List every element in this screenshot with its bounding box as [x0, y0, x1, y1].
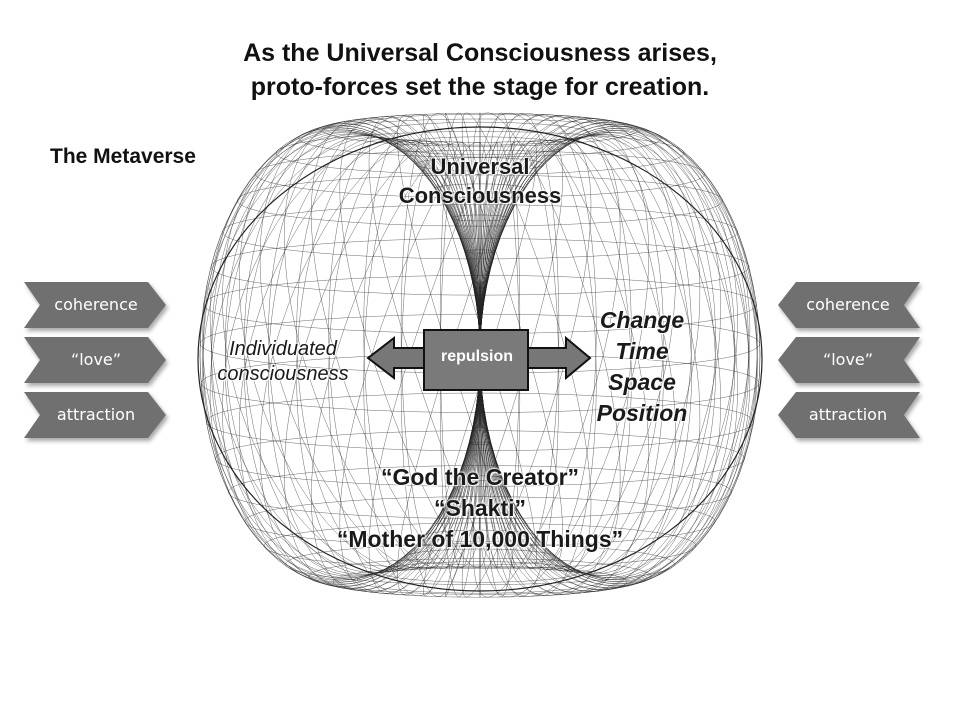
left-chevron-group — [24, 282, 166, 438]
right-chevron-group — [778, 282, 920, 438]
left-chevron-love — [24, 337, 166, 383]
left-chevron-label-attraction: attraction — [56, 405, 136, 424]
title-line-1: As the Universal Consciousness arises, — [243, 39, 717, 67]
right-chevron-label-coherence: coherence — [806, 295, 890, 314]
change-time-space-position-label: Change Time Space Position — [596, 307, 688, 426]
left-chevron-label-coherence: coherence — [54, 295, 138, 314]
right-chevron-label-love: “love” — [822, 350, 874, 369]
metaverse-label: The Metaverse — [50, 145, 196, 168]
individuated-consciousness-label: Individuated consciousness — [217, 338, 349, 385]
left-chevron-attraction — [24, 392, 166, 438]
left-chevron-coherence — [24, 282, 166, 328]
universal-consciousness-label: Universal Consciousness — [398, 154, 562, 208]
title-line-2: proto-forces set the stage for creation. — [250, 73, 710, 101]
slide-title: As the Universal Consciousness arises, p… — [0, 36, 960, 104]
right-chevron-attraction — [778, 392, 920, 438]
repulsion-label: repulsion — [440, 348, 513, 365]
creator-label: “God the Creator” “Shakti” “Mother of 10… — [336, 464, 624, 552]
torus-outline — [197, 126, 763, 592]
right-chevron-label-attraction: attraction — [808, 405, 888, 424]
repulsion-box — [423, 329, 529, 391]
right-chevron-coherence — [778, 282, 920, 328]
right-chevron-love — [778, 337, 920, 383]
left-chevron-label-love: “love” — [70, 350, 122, 369]
